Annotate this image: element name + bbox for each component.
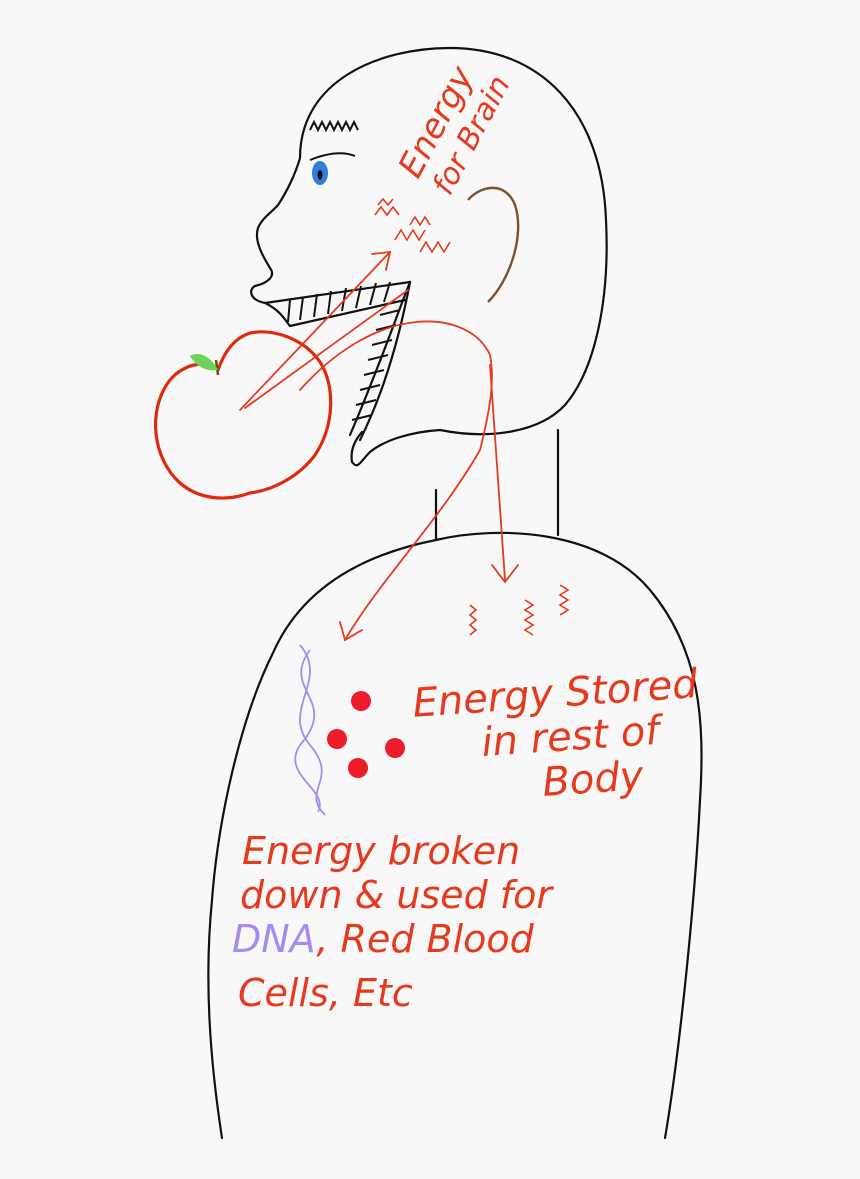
arrow-to-brain-head [371, 250, 392, 271]
dna-helix-icon [294, 644, 326, 816]
shoulder-right [434, 531, 703, 1140]
arrow-to-rest-of-body [489, 364, 506, 581]
upper-lip [263, 298, 407, 328]
arrow-to-brain [239, 251, 391, 411]
label-energy-broken-down: Energy broken down & used for DNA, Red B… [232, 829, 554, 1015]
eyebrow [309, 119, 359, 133]
lower-jaw [358, 280, 412, 442]
torso-outline [207, 538, 438, 1140]
broken-label-line4: Cells, Etc [238, 971, 413, 1015]
broken-label-line2: down & used for [240, 873, 554, 917]
apple-icon [153, 330, 333, 500]
label-energy-stored: Energy Stored in rest of Body [411, 661, 700, 806]
person-outline [207, 46, 703, 1140]
eye-icon [309, 152, 356, 185]
label-energy-for-brain: Energy for Brain [391, 59, 518, 201]
red-blood-cell [348, 758, 368, 778]
dna-word: DNA [232, 917, 316, 961]
energy-arrows [239, 250, 519, 642]
energy-squiggles [374, 197, 570, 636]
ear [467, 186, 520, 303]
open-mouth-back [348, 280, 412, 437]
red-blood-cell [351, 691, 371, 711]
face-profile [250, 156, 412, 305]
arrow-to-rest-of-body-head [491, 564, 519, 584]
head-outline [298, 46, 608, 467]
broken-label-line3: DNA, Red Blood [232, 917, 535, 961]
red-blood-cell-icon [327, 691, 405, 778]
red-blood-cell [385, 738, 405, 758]
red-blood-word: , Red Blood [316, 917, 534, 961]
red-blood-cell [327, 729, 347, 749]
arrow-to-body-head [339, 621, 363, 642]
broken-label-line1: Energy broken [242, 829, 520, 873]
arrow-apple-to-mouth [244, 289, 409, 409]
stored-label-line3: Body [541, 753, 646, 806]
arrow-to-body [299, 320, 493, 641]
